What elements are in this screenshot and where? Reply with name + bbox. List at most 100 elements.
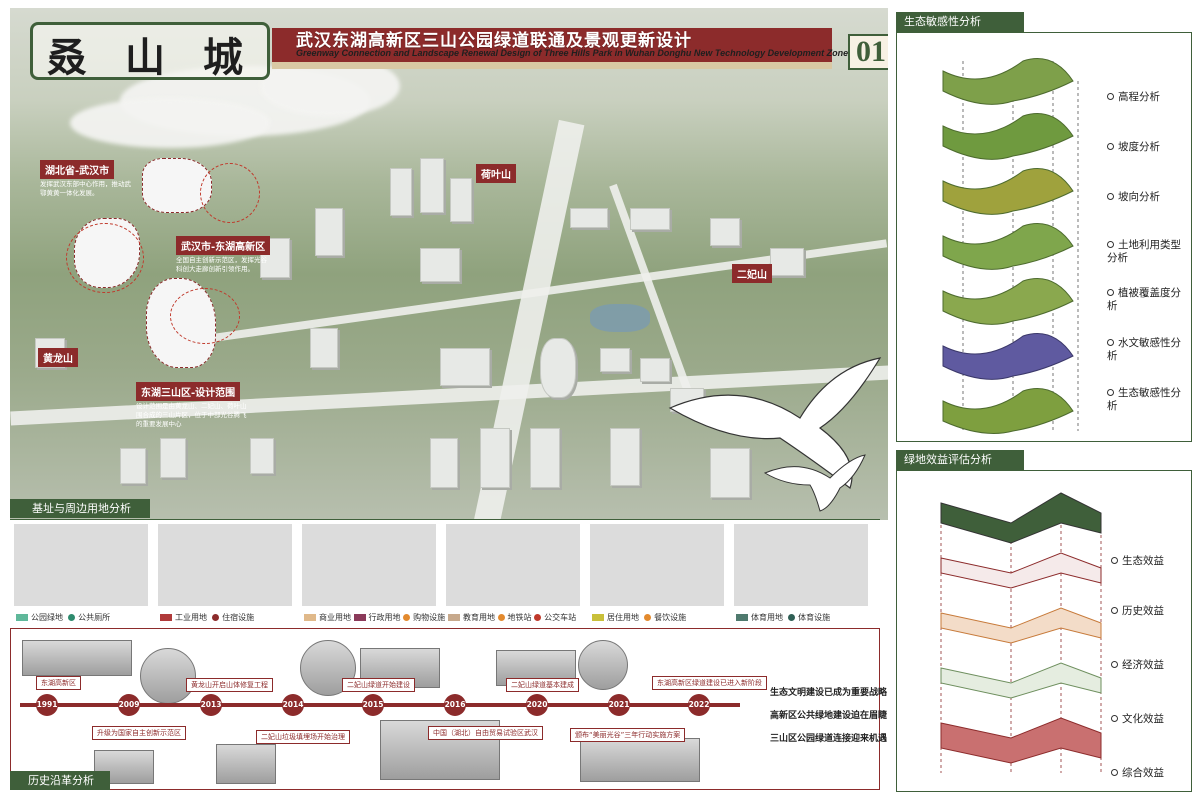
building — [430, 438, 458, 488]
huanglong-hill-label: 黄龙山 — [38, 348, 78, 367]
building — [160, 438, 186, 478]
historic-photo — [22, 640, 132, 676]
benefit-item: 经济效益 — [1111, 659, 1164, 672]
site-analysis-header: 基址与周边用地分析 — [10, 499, 150, 518]
hubei-label: 湖北省-武汉市 — [40, 160, 115, 179]
bullet-icon — [1107, 241, 1114, 248]
building — [640, 358, 670, 382]
location-highlight — [66, 223, 144, 293]
milestone-list: 生态文明建设已成为重要战略 高新区公共绿地建设迫在眉睫 三山区公园绿道连接迎来机… — [770, 682, 887, 751]
building — [610, 428, 640, 486]
eco-item: 生态敏感性分析 — [1107, 387, 1181, 412]
building — [120, 448, 146, 484]
year-marker: 2015 — [362, 694, 384, 716]
bullet-icon — [1107, 193, 1114, 200]
year-marker: 2022 — [688, 694, 710, 716]
timeline-event: 黄龙山开启山体修复工程 — [186, 678, 273, 692]
eco-item: 坡度分析 — [1107, 141, 1160, 154]
building — [630, 208, 670, 230]
calligraphy-char: 山 — [125, 34, 165, 81]
legend-swatch — [788, 614, 796, 621]
building — [600, 348, 630, 372]
building — [420, 158, 444, 213]
building — [710, 218, 740, 246]
building — [710, 448, 750, 498]
year-marker: 2014 — [282, 694, 304, 716]
legend-swatch — [353, 614, 366, 621]
benefit-item: 综合效益 — [1111, 767, 1164, 780]
building — [315, 208, 343, 256]
bullet-icon — [1111, 715, 1118, 722]
landuse-map-card — [14, 524, 148, 606]
building — [530, 428, 560, 488]
building — [440, 348, 490, 386]
three-hills-label: 东湖三山区-设计范围 — [136, 382, 241, 401]
landuse-legend: 公园绿地 公共厕所 — [16, 612, 110, 623]
title-banner — [272, 28, 832, 68]
building — [390, 168, 412, 216]
bullet-icon — [1111, 557, 1118, 564]
benefit-item: 历史效益 — [1111, 605, 1164, 618]
sheet-number: 01 — [848, 34, 888, 70]
eco-item: 坡向分析 — [1107, 191, 1160, 204]
bullet-icon — [1111, 607, 1118, 614]
landuse-map-card — [590, 524, 724, 606]
legend-swatch — [448, 614, 460, 621]
year-marker: 2009 — [118, 694, 140, 716]
legend-swatch — [644, 614, 652, 621]
eco-item: 高程分析 — [1107, 91, 1160, 104]
timeline-event: 颁布“美丽光谷”三年行动实施方案 — [570, 728, 686, 742]
eco-item: 植被覆盖度分析 — [1107, 287, 1181, 312]
historic-photo — [140, 648, 196, 704]
timeline-event: 升级为国家自主创新示范区 — [92, 726, 186, 740]
lake — [590, 304, 650, 332]
building — [480, 428, 510, 488]
location-highlight — [170, 288, 240, 344]
history-header: 历史沿革分析 — [10, 771, 110, 790]
historic-photo — [580, 738, 700, 782]
calligraphy-char: 叒 — [47, 34, 87, 81]
benefit-layer-stack — [940, 492, 1102, 773]
building — [540, 338, 576, 398]
landuse-legend: 商业用地 行政用地 购物设施 — [304, 612, 445, 623]
timeline-event: 二妃山垃圾填埋场开始治理 — [256, 730, 350, 744]
aerial-map: 荷叶山 二妃山 黄龙山 湖北省-武汉市 发挥武汉东部中心作用，推动武鄂黄黄一体化… — [10, 8, 888, 520]
legend-swatch — [212, 614, 220, 621]
year-marker: 2016 — [444, 694, 466, 716]
landuse-legend: 居住用地 餐饮设施 — [592, 612, 686, 623]
location-highlight — [200, 163, 260, 223]
timeline-event: 东湖高新区绿道建设已进入新阶段 — [652, 676, 767, 690]
year-marker: 2020 — [526, 694, 548, 716]
title-stripe — [272, 62, 832, 69]
historic-photo — [578, 640, 628, 690]
green-panel-header: 绿地效益评估分析 — [896, 450, 1024, 470]
historic-photo — [216, 744, 276, 784]
bullet-icon — [1107, 289, 1114, 296]
bird-sketch — [668, 357, 882, 489]
year-marker: 2021 — [608, 694, 630, 716]
wuhan-description: 全国自主创新示范区，发挥光谷科创大走廊创新引领作用。 — [176, 256, 267, 273]
three-hills-description: 设计范围是由黄龙山、二妃山、荷叶山围合成的三山片区，位于中部光谷腾飞的重要发展中… — [136, 402, 247, 428]
erfei-hill-label: 二妃山 — [732, 264, 772, 283]
bullet-icon — [1107, 93, 1114, 100]
legend-swatch — [592, 614, 604, 621]
eco-panel-header: 生态敏感性分析 — [896, 12, 1024, 32]
eco-layer-stack — [942, 58, 1079, 434]
green-panel: 生态效益 历史效益 经济效益 文化效益 综合效益 — [896, 470, 1192, 792]
milestone: 三山区公园绿道连接迎来机遇 — [770, 734, 888, 744]
eco-item: 土地利用类型分析 — [1107, 239, 1181, 264]
landuse-map-card — [734, 524, 868, 606]
eco-item: 水文敏感性分析 — [1107, 337, 1181, 362]
timeline-event: 东湖高新区 — [36, 676, 81, 690]
bird-sketch — [763, 454, 866, 512]
year-marker: 2013 — [200, 694, 222, 716]
year-marker: 1991 — [36, 694, 58, 716]
bullet-icon — [1111, 661, 1118, 668]
calligraphy-title: 叒 山 城 — [30, 22, 270, 81]
landuse-legend: 教育用地 地铁站 公交车站 — [448, 612, 576, 623]
bullet-icon — [1111, 769, 1118, 776]
legend-swatch — [736, 614, 748, 621]
benefit-item: 文化效益 — [1111, 713, 1164, 726]
landuse-map-card — [302, 524, 436, 606]
